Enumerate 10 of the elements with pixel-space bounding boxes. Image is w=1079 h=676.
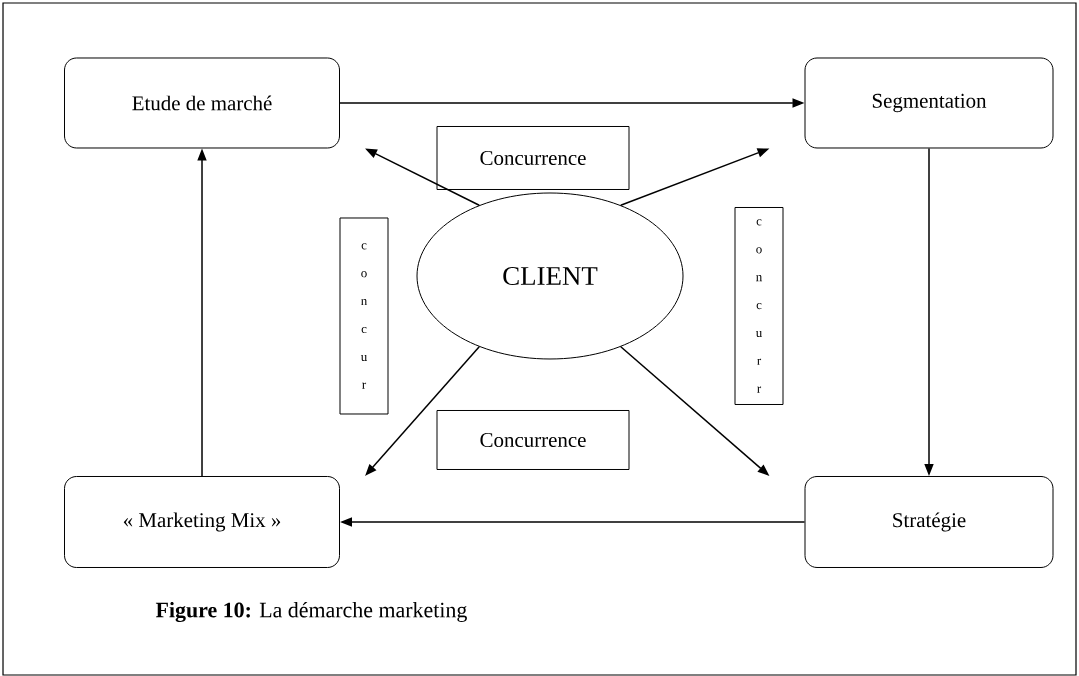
label-box: Concurrence	[436, 410, 630, 470]
process-box: Stratégie	[804, 476, 1054, 568]
caption: Figure 10: La démarche marketing	[155, 601, 467, 623]
process-box: « Marketing Mix »	[64, 476, 340, 568]
process-box: Etude de marché	[64, 57, 340, 149]
process-box: Segmentation	[804, 57, 1054, 149]
label-box: Concurrence	[436, 126, 630, 190]
arrow	[365, 346, 480, 476]
vertical-label-box: c o n c u r	[339, 217, 389, 415]
vertical-label-box: c o n c u r r	[734, 207, 784, 405]
